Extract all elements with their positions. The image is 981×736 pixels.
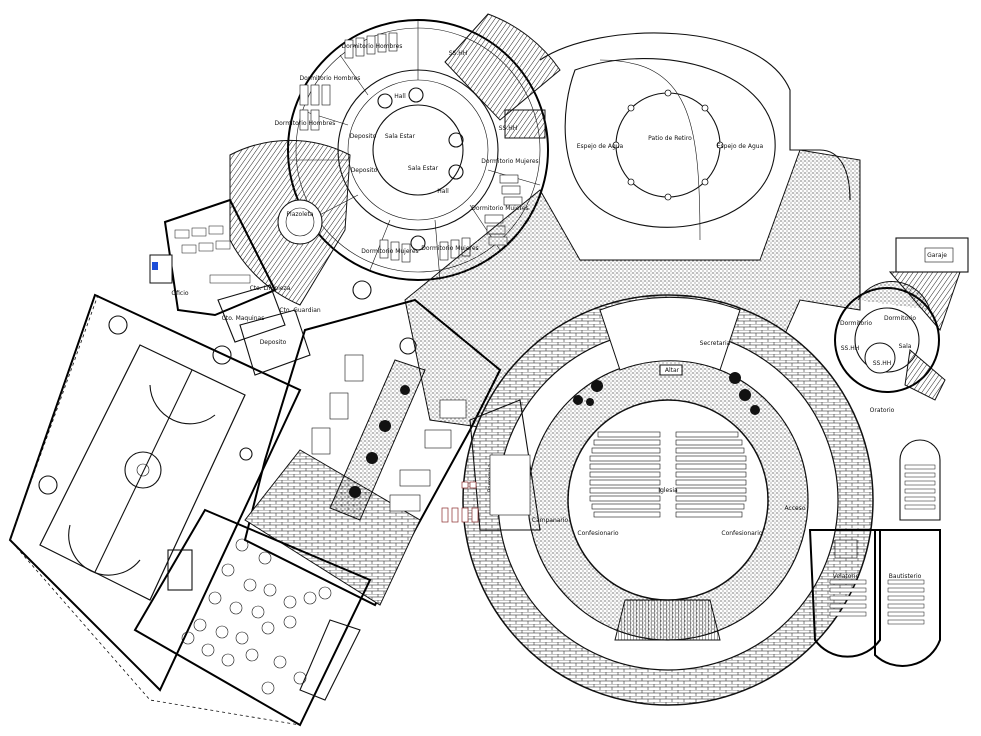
parish-seats [441, 481, 479, 523]
label-plazoleta: Plazoleta [286, 211, 313, 218]
label-deposito-2: Deposito [351, 167, 378, 174]
reflecting-pool-complex: Espejo de Agua Espejo de Agua Patio de R… [539, 32, 851, 241]
garden-shrubs [573, 372, 760, 415]
label-acceso: Acceso [784, 505, 805, 512]
label-garaje: Garaje [927, 252, 947, 259]
rotunda-labels: Dormitorio Hombres Dormitorio Hombres Do… [275, 43, 539, 255]
label-dormitorio-hombres-2: Dormitorio Hombres [300, 75, 361, 82]
label-cto-guardian: Cto. Guardian [279, 307, 321, 314]
cafeteria-round-tables [181, 538, 332, 695]
label-espejo-agua-1: Espejo de Agua [577, 143, 624, 150]
label-dormitorio-r2: Dormitorio [884, 315, 916, 322]
label-oratorio: Oratorio [870, 407, 895, 414]
central-hall-block [212, 280, 502, 607]
chapels: Velatorio Bautisterio [808, 439, 941, 667]
blue-marker [152, 262, 158, 270]
label-campanario: Campanario [532, 517, 569, 524]
hall-dark-plants [349, 385, 410, 498]
label-sala-r: Sala [899, 343, 912, 350]
dormitory-rotunda [229, 13, 561, 306]
hatched-block [504, 109, 546, 139]
hall-tables [311, 354, 467, 512]
brick-ramp [244, 449, 421, 606]
label-iglesia: Iglesia [658, 487, 678, 494]
label-sala-estar-2: Sala Estar [408, 165, 439, 172]
label-dormitorio-mujeres-2: Dormitorio Mujeres [471, 205, 528, 212]
label-altar: Altar [665, 367, 680, 374]
label-cto-maquinas: Cto. Maquinas [222, 315, 265, 322]
label-oficio: Oficio [171, 290, 188, 297]
label-hall-bottom: Hall [437, 188, 449, 195]
bautisterio-chapel [874, 529, 941, 667]
church-pews [589, 431, 747, 518]
label-confesionario-2: Confesionario [721, 530, 763, 537]
plazoleta-circle [277, 199, 323, 245]
church-narthex [599, 296, 741, 371]
rotunda-round-fixtures [377, 87, 464, 251]
label-dormitorio-hombres-1: Dormitorio Hombres [342, 43, 403, 50]
label-sshh-r: SS.HH [841, 345, 860, 352]
label-espejo-agua-2: Espejo de Agua [717, 143, 764, 150]
label-dormitorio-mujeres-1: Dormitorio Mujeres [481, 158, 538, 165]
parish-block [441, 399, 541, 531]
label-dormitorio-mujeres-3: Dormitorio Mujeres [421, 245, 478, 252]
label-velatorio: Velatorio [833, 573, 860, 580]
central-stipple-strip [329, 359, 426, 521]
church-complex: Secretaria Altar Iglesia Acceso Confesio… [404, 149, 874, 706]
label-confesionario-1: Confesionario [577, 530, 619, 537]
residence-cluster: Garaje Dormitorio SS.HH Sala Dormitorio … [834, 237, 969, 414]
site-boundary [9, 294, 301, 726]
label-deposito-1: Deposito [350, 133, 377, 140]
sports-court-block [8, 293, 302, 692]
label-secretaria: Secretaria [700, 340, 731, 347]
label-cafeteria-sh: SS.HH [873, 360, 892, 367]
chapel-pews [829, 579, 925, 625]
label-patio-retiro: Patio de Retiro [648, 135, 692, 142]
label-dormitorio-mujeres-4: Dormitorio Mujeres [361, 248, 418, 255]
label-hall-top: Hall [394, 93, 406, 100]
hatched-fan-sector [444, 13, 561, 121]
cafeteria-counter [167, 549, 193, 591]
altar-table [659, 364, 683, 376]
pool-columns [612, 89, 724, 201]
label-sala-estar-1: Sala Estar [385, 133, 416, 140]
label-deposito-3: Deposito [260, 339, 287, 346]
label-bautisterio: Bautisterio [889, 573, 922, 580]
label-cto-limpieza: Cto. Limpieza [250, 285, 291, 292]
office-block: Oficio Cto. Limpieza Cto. Guardian Cto. … [149, 198, 321, 376]
altar-platform [614, 599, 721, 641]
velatorio-chapel [808, 529, 881, 658]
label-dormitorio-hombres-3: Dormitorio Hombres [275, 120, 336, 127]
office-desks [174, 225, 251, 284]
label-sshh-top: SS.HH [449, 50, 468, 57]
label-dormitorio-r: Dormitorio [840, 320, 872, 327]
label-sshh-right: SS.HH [499, 125, 518, 132]
